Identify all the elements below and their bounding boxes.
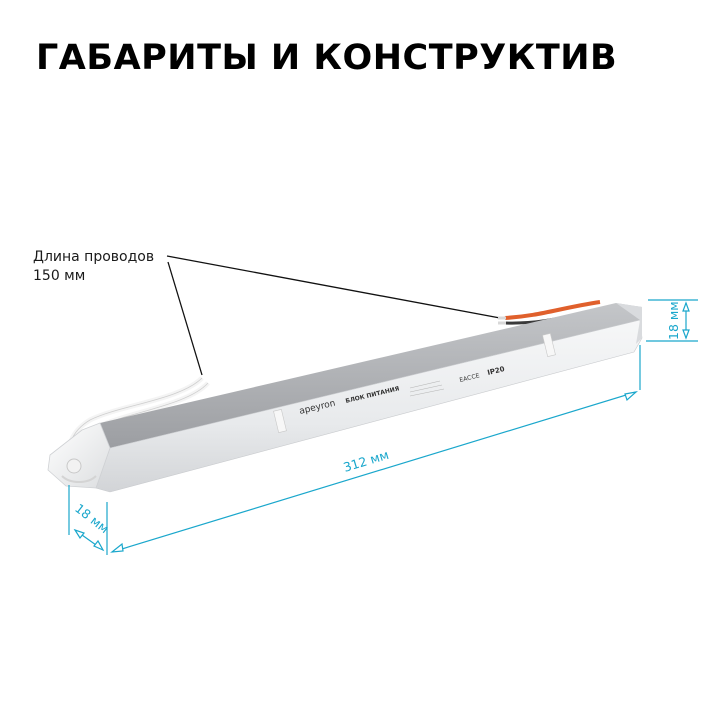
power-supply-body: apeyron БЛОК ПИТАНИЯ IP20 EAC CE: [47, 303, 643, 493]
ip-rating-badge: IP20: [487, 365, 506, 377]
spec-text-lines: [409, 380, 445, 397]
callout-leader-lines: [166, 255, 501, 376]
ce-mark: CE: [471, 372, 481, 381]
height-label: 18 мм: [666, 301, 681, 340]
length-label: 312 мм: [341, 447, 390, 475]
callout-line-1: Длина проводов: [33, 249, 155, 265]
page-title: ГАБАРИТЫ И КОНСТРУКТИВ: [36, 38, 618, 78]
dimension-width: [68, 485, 105, 552]
callout-line-2: 150 мм: [33, 268, 86, 284]
dimension-height: [646, 299, 698, 342]
dimension-length: [106, 345, 641, 555]
wire-length-callout: Длина проводов 150 мм: [33, 248, 154, 286]
eac-mark: EAC: [459, 374, 472, 384]
